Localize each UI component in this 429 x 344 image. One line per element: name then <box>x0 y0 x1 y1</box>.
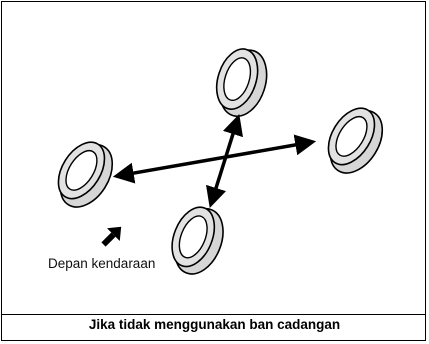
tire-left-icon <box>57 141 114 208</box>
tire-right-icon <box>327 107 384 174</box>
double-arrow-icon <box>112 134 317 184</box>
tire-top-icon <box>215 48 268 117</box>
front-direction-arrow-icon <box>101 226 122 247</box>
front-label: Depan kendaraan <box>48 256 156 271</box>
diagram-caption: Jika tidak menggunakan ban cadangan <box>88 317 341 332</box>
caption-divider <box>2 314 425 315</box>
tire-bottom-icon <box>171 206 224 275</box>
double-arrow-icon <box>206 113 243 209</box>
